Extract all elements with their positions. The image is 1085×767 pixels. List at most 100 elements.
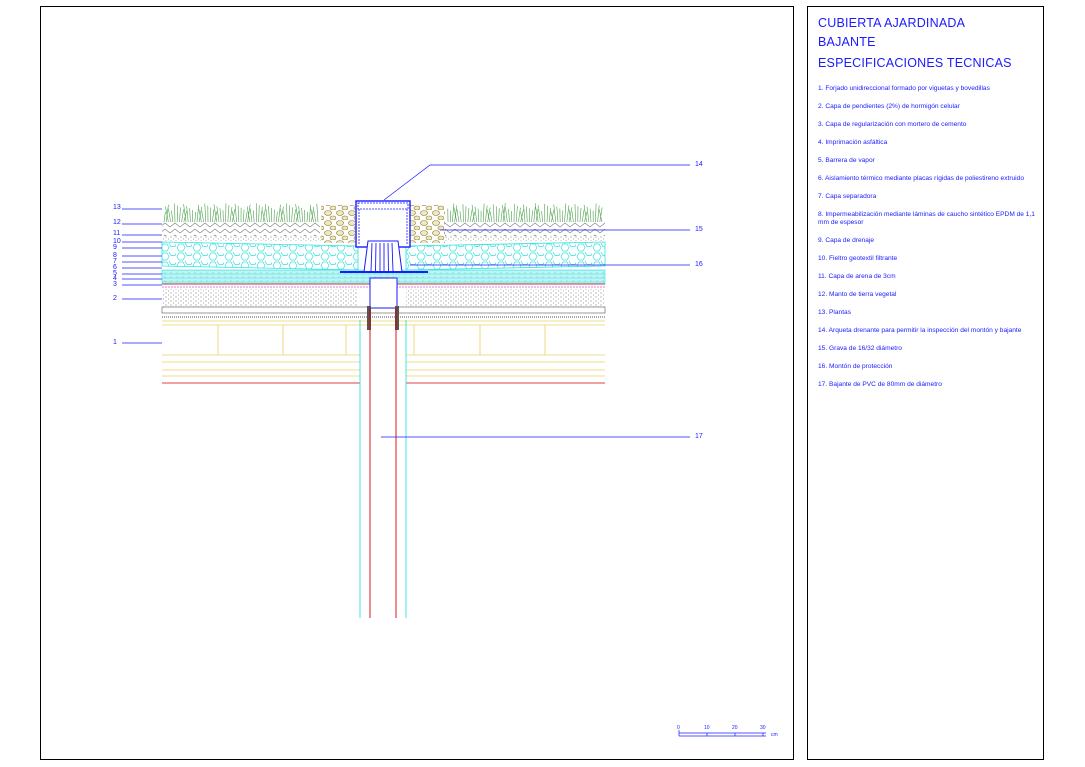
grass-blade [293, 209, 296, 223]
grass-blade [171, 210, 174, 223]
grass-blade [556, 206, 559, 223]
grass-blade [523, 204, 526, 223]
scale-tick-10: 10 [704, 725, 710, 731]
spec-item: 17. Bajante de PVC de 80mm de diámetro [818, 381, 942, 389]
leader-lines [122, 164, 690, 438]
grass-blade [589, 208, 592, 223]
grass-blade [246, 206, 251, 223]
slope-layer-left [162, 289, 358, 307]
grass-blade [502, 203, 506, 223]
label-14: 14 [695, 161, 703, 168]
grass-blade [454, 205, 458, 223]
grass-blade [196, 204, 199, 223]
grass-blade [526, 206, 528, 223]
grass-blade [535, 205, 539, 223]
pipe-clamp-l [367, 306, 371, 330]
grass-blade [213, 204, 218, 223]
spec-item: 11. Capa de arena de 3cm [818, 273, 896, 281]
pvc-downpipe [359, 308, 407, 618]
label-2: 2 [113, 295, 117, 302]
gravel-left [321, 205, 355, 243]
grass-blade [311, 206, 315, 223]
grass-blade [515, 205, 518, 223]
grass-blade [546, 205, 548, 223]
grass-blade [595, 203, 597, 223]
grass-blade [209, 207, 212, 223]
grass-blade [548, 207, 552, 223]
label-17: 17 [695, 433, 703, 440]
spec-item: 8. Impermeabilización mediante láminas d… [818, 211, 1035, 227]
grass-blade [599, 207, 603, 223]
grass-blade [487, 207, 491, 223]
scale-bar [678, 730, 766, 737]
spec-item: 10. Fieltro geotextil filtrante [818, 255, 898, 263]
spec-item: 13. Plantas [818, 309, 851, 317]
grass-blade [189, 208, 191, 223]
grass-blade [298, 206, 301, 223]
grass-blade [242, 209, 245, 223]
title-line-2: BAJANTE [818, 35, 876, 49]
spec-item: 15. Grava de 16/32 diámetro [818, 345, 902, 353]
grass-blade [168, 208, 171, 223]
grass-blade [252, 210, 255, 223]
grass-blade [533, 203, 536, 223]
grass-blade [518, 207, 521, 223]
pipe-clamp-r [395, 306, 399, 330]
grass-blade [194, 211, 196, 223]
grass-blade [262, 210, 266, 223]
spec-item: 12. Manto de tierra vegetal [818, 291, 897, 299]
grass-blade [456, 209, 460, 223]
grass-blade [249, 208, 253, 223]
label-10: 10 [113, 238, 121, 245]
grass-blade [295, 204, 299, 223]
label-7: 7 [113, 258, 117, 265]
label-4: 4 [113, 275, 117, 282]
grass-blade [280, 208, 284, 223]
grass-blade [183, 204, 187, 223]
grass-blade [291, 207, 293, 223]
grass-blade [485, 205, 488, 223]
grass-blade [247, 204, 251, 223]
spec-item: 16. Montón de protección [818, 363, 893, 371]
grass-blade [198, 208, 202, 223]
grass-blade [212, 209, 215, 223]
spec-item: 3. Capa de regularización con mortero de… [818, 121, 967, 128]
label-9: 9 [113, 244, 117, 251]
grass-blade [566, 205, 570, 223]
grass-blade [229, 206, 233, 223]
scale-unit: cm [771, 732, 778, 738]
grass-blade [538, 209, 541, 223]
grass-blade [313, 210, 317, 223]
grass-blade [234, 203, 237, 223]
label-11: 11 [113, 230, 121, 237]
grass-blade [586, 206, 590, 223]
spec-item: 1. Forjado unidireccional formado por vi… [818, 85, 990, 92]
label-12: 12 [113, 219, 121, 226]
grass-blade [568, 207, 573, 223]
drain-chamber [355, 200, 411, 248]
grass-blade [505, 206, 508, 223]
grass-blade [568, 209, 572, 223]
grass-blade [489, 211, 493, 223]
spec-panel [807, 6, 1044, 760]
sand-layer-right [406, 236, 605, 241]
soil-layer-right [445, 222, 605, 236]
grass-blade [216, 206, 220, 223]
grass-blade [508, 208, 510, 223]
spec-item: 6. Aislamiento térmico mediante placas r… [818, 175, 1024, 182]
grass-blade [579, 207, 582, 223]
outlet-sleeve [369, 277, 398, 309]
label-3: 3 [113, 281, 117, 288]
grass-blade [262, 209, 266, 223]
spec-list: 1. Forjado unidireccional formado por vi… [818, 85, 1040, 399]
grass-blade [310, 208, 314, 223]
gravel-right [410, 205, 445, 243]
grass-blade [597, 205, 600, 223]
grass-blade [564, 203, 567, 223]
grass-blade [280, 206, 284, 223]
grass-blade [574, 204, 576, 223]
grass-blade [553, 204, 557, 223]
scale-tick-20: 20 [732, 725, 738, 731]
grass-blade [301, 207, 303, 223]
title-line-3: ESPECIFICACIONES TECNICAS [818, 56, 1012, 70]
